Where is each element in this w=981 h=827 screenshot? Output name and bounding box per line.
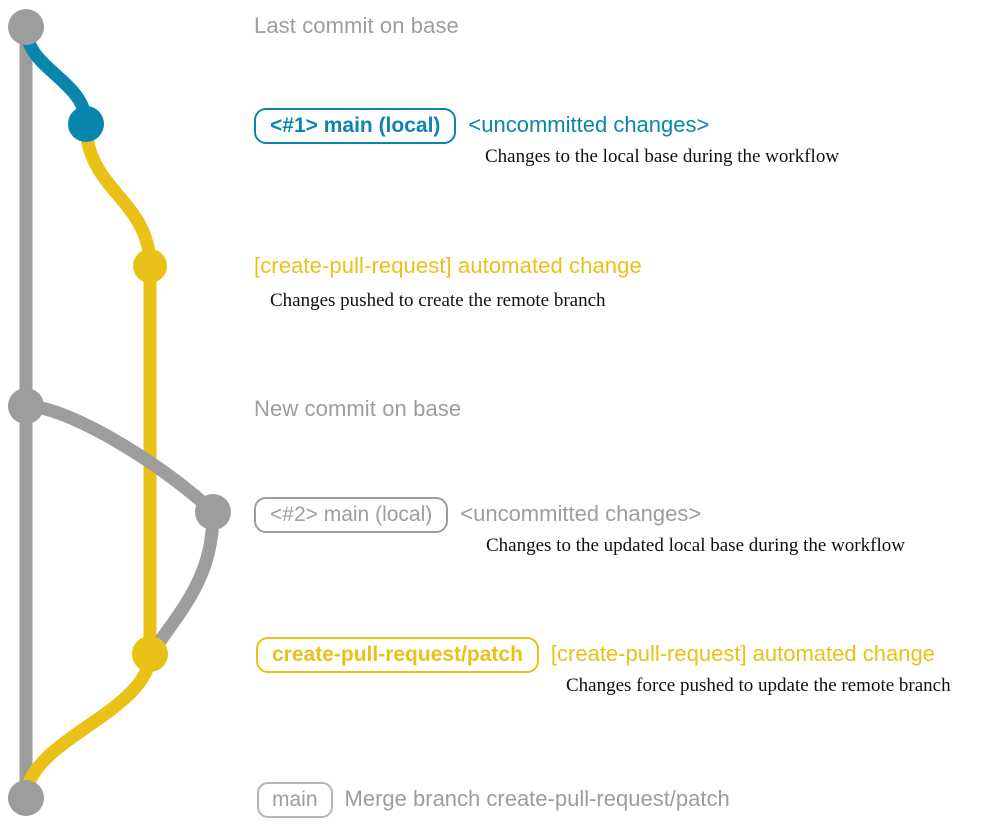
commit-node-local-change-2[interactable] xyxy=(195,494,231,530)
commit-subject-local-change-1: <uncommitted changes> xyxy=(468,112,710,137)
yellow-branch-upper-line xyxy=(79,117,157,273)
gray-branch-out-line xyxy=(19,399,220,519)
commit-node-automated-change-1[interactable] xyxy=(133,249,167,283)
commit-subject-automated-change-1: [create-pull-request] automated change xyxy=(254,253,642,278)
gray-branch-merge-line xyxy=(148,505,220,655)
commit-row-local-change-1: <#1> main (local) <uncommitted changes> xyxy=(254,108,709,144)
commit-note-automated-change-1: Changes pushed to create the remote bran… xyxy=(270,290,606,311)
commit-note-automated-change-2: Changes force pushed to update the remot… xyxy=(566,675,951,696)
commit-row-local-change-2: <#2> main (local) <uncommitted changes> xyxy=(254,497,701,533)
commit-subject-local-change-2: <uncommitted changes> xyxy=(460,501,702,526)
commit-node-automated-change-2[interactable] xyxy=(132,636,168,672)
branch-badge-main[interactable]: main xyxy=(257,782,333,818)
branch-badge-main-local-2[interactable]: <#2> main (local) xyxy=(254,497,449,533)
commit-row-last-commit-on-base: Last commit on base xyxy=(254,13,459,39)
commit-row-automated-change-2: create-pull-request/patch [create-pull-r… xyxy=(256,637,935,673)
commit-note-local-change-1: Changes to the local base during the wor… xyxy=(485,146,840,167)
branch-badge-create-pull-request-patch[interactable]: create-pull-request/patch xyxy=(256,637,539,673)
commit-row-merge-commit: main Merge branch create-pull-request/pa… xyxy=(257,782,730,818)
commit-node-new-commit-on-base[interactable] xyxy=(8,388,44,424)
yellow-merge-line xyxy=(19,647,157,805)
commit-subject-automated-change-2: [create-pull-request] automated change xyxy=(550,641,935,666)
branch-badge-main-local-1[interactable]: <#1> main (local) xyxy=(254,108,457,144)
commit-note-local-change-2: Changes to the updated local base during… xyxy=(486,535,905,556)
commit-node-merge-commit[interactable] xyxy=(8,780,44,816)
commit-node-last-commit-on-base[interactable] xyxy=(8,9,44,45)
commit-subject-new-commit-on-base: New commit on base xyxy=(254,396,462,421)
commit-node-local-change-1[interactable] xyxy=(68,106,104,142)
commit-subject-merge-commit: Merge branch create-pull-request/patch xyxy=(344,786,730,811)
commit-row-automated-change-1: [create-pull-request] automated change xyxy=(254,253,642,279)
commit-row-new-commit-on-base: New commit on base xyxy=(254,396,461,422)
commit-subject-last-commit-on-base: Last commit on base xyxy=(254,13,459,38)
